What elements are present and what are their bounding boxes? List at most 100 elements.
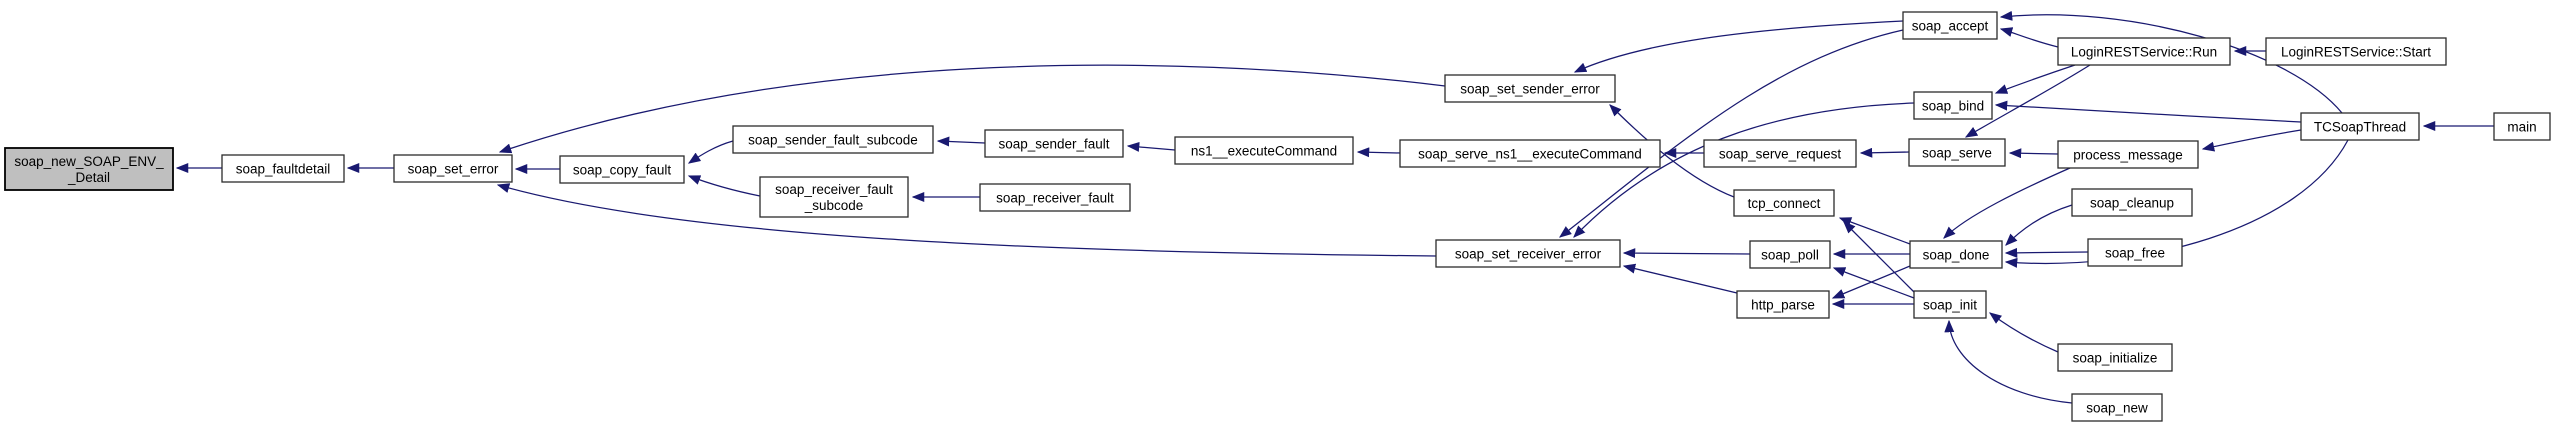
node-box-soap_sender_fault[interactable] — [984, 129, 1124, 158]
node-label-soap_new: soap_new — [2086, 400, 2148, 415]
node-box-process_message[interactable] — [2057, 140, 2199, 169]
edge-soap_poll-to-soap_set_receiver_error — [1622, 248, 1751, 259]
edge-soap_accept-to-soap_set_receiver_error — [1559, 29, 1904, 238]
node-soap_accept[interactable]: soap_accept — [1902, 11, 1998, 40]
node-box-soap_bind[interactable] — [1913, 91, 1993, 120]
node-main[interactable]: main — [2493, 112, 2551, 141]
node-label-soap_new_SOAP_ENV__Detail-line2: _Detail — [67, 170, 110, 185]
node-soap_serve[interactable]: soap_serve — [1908, 138, 2006, 167]
node-box-soap_sender_fault_subcode[interactable] — [732, 125, 934, 154]
node-label-soap_new_SOAP_ENV__Detail-line1: soap_new_SOAP_ENV_ — [14, 154, 164, 169]
node-label-soap_accept: soap_accept — [1912, 18, 1989, 33]
node-soap_free[interactable]: soap_free — [2087, 238, 2183, 267]
node-box-soap_receiver_fault[interactable] — [979, 183, 1131, 212]
node-box-LoginRESTService::Start[interactable] — [2265, 37, 2447, 66]
node-label-soap_receiver_fault: soap_receiver_fault — [996, 190, 1114, 205]
node-label-soap_initialize: soap_initialize — [2073, 350, 2158, 365]
node-soap_new[interactable]: soap_new — [2071, 393, 2163, 422]
node-soap_copy_fault[interactable]: soap_copy_fault — [559, 155, 685, 184]
node-box-soap_copy_fault[interactable] — [559, 155, 685, 184]
node-box-soap_cleanup[interactable] — [2071, 188, 2193, 217]
node-label-soap_done: soap_done — [1923, 247, 1990, 262]
node-soap_poll[interactable]: soap_poll — [1749, 240, 1831, 269]
node-box-soap_accept[interactable] — [1902, 11, 1998, 40]
node-label-soap_faultdetail: soap_faultdetail — [236, 161, 331, 176]
node-box-TCSoapThread[interactable] — [2300, 112, 2420, 141]
node-soap_cleanup[interactable]: soap_cleanup — [2071, 188, 2193, 217]
node-box-soap_set_sender_error[interactable] — [1444, 74, 1616, 103]
edge-soap_init-to-soap_poll — [1832, 267, 1915, 299]
node-box-soap_init[interactable] — [1913, 290, 1987, 319]
edge-soap_serve_ns1__executeCommand-to-ns1__executeCommand — [1356, 147, 1401, 158]
node-LoginRESTService::Run[interactable]: LoginRESTService::Run — [2057, 37, 2231, 66]
edge-soap_bind-to-soap_set_receiver_error — [1573, 102, 1915, 238]
node-box-soap_new_SOAP_ENV__Detail — [4, 147, 174, 191]
node-label-soap_poll: soap_poll — [1761, 247, 1819, 262]
node-box-soap_new[interactable] — [2071, 393, 2163, 422]
node-box-soap_done[interactable] — [1909, 240, 2003, 269]
node-label-soap_set_sender_error: soap_set_sender_error — [1460, 81, 1600, 96]
node-box-main[interactable] — [2493, 112, 2551, 141]
nodes-layer: soap_new_SOAP_ENV__Detail soap_faultdetai… — [4, 11, 2551, 422]
edge-soap_sender_fault-to-soap_sender_fault_subcode — [936, 136, 986, 147]
edge-soap_set_receiver_error-to-soap_set_error — [496, 183, 1437, 257]
node-soap_receiver_fault_subcode[interactable]: soap_receiver_fault_subcode — [759, 176, 909, 218]
node-process_message[interactable]: process_message — [2057, 140, 2199, 169]
node-box-soap_initialize[interactable] — [2057, 343, 2173, 372]
edge-http_parse-to-soap_set_receiver_error — [1622, 263, 1738, 294]
node-box-ns1__executeCommand[interactable] — [1174, 136, 1354, 165]
node-soap_serve_ns1__executeCommand[interactable]: soap_serve_ns1__executeCommand — [1399, 139, 1661, 168]
node-label-ns1__executeCommand: ns1__executeCommand — [1191, 143, 1337, 158]
node-box-soap_faultdetail[interactable] — [221, 154, 345, 183]
edge-soap_initialize-to-soap_init — [1988, 312, 2059, 353]
node-soap_set_sender_error[interactable]: soap_set_sender_error — [1444, 74, 1616, 103]
node-soap_sender_fault_subcode[interactable]: soap_sender_fault_subcode — [732, 125, 934, 154]
node-tcp_connect[interactable]: tcp_connect — [1733, 189, 1835, 217]
node-label-soap_bind: soap_bind — [1922, 98, 1984, 113]
node-label-soap_init: soap_init — [1923, 297, 1977, 312]
node-label-tcp_connect: tcp_connect — [1748, 196, 1821, 211]
edge-LoginRESTService::Run-to-soap_accept — [1999, 27, 2059, 48]
node-box-soap_poll[interactable] — [1749, 240, 1831, 269]
node-label-soap_set_error: soap_set_error — [408, 161, 499, 176]
node-box-soap_set_receiver_error[interactable] — [1435, 239, 1621, 268]
node-label-soap_serve_ns1__executeCommand: soap_serve_ns1__executeCommand — [1418, 146, 1642, 161]
node-box-http_parse[interactable] — [1736, 290, 1830, 319]
node-label-soap_sender_fault_subcode: soap_sender_fault_subcode — [748, 132, 918, 147]
node-LoginRESTService::Start[interactable]: LoginRESTService::Start — [2265, 37, 2447, 66]
node-box-LoginRESTService::Run[interactable] — [2057, 37, 2231, 66]
node-label-soap_set_receiver_error: soap_set_receiver_error — [1455, 246, 1602, 261]
edge-soap_cleanup-to-soap_done — [2005, 204, 2073, 246]
node-box-tcp_connect[interactable] — [1733, 189, 1835, 217]
node-box-soap_free[interactable] — [2087, 238, 2183, 267]
node-TCSoapThread[interactable]: TCSoapThread — [2300, 112, 2420, 141]
node-soap_set_receiver_error[interactable]: soap_set_receiver_error — [1435, 239, 1621, 268]
node-box-soap_serve_request[interactable] — [1703, 139, 1857, 168]
node-ns1__executeCommand[interactable]: ns1__executeCommand — [1174, 136, 1354, 165]
edge-soap_accept-to-soap_set_sender_error — [1573, 20, 1904, 73]
node-soap_faultdetail[interactable]: soap_faultdetail — [221, 154, 345, 183]
node-box-soap_set_error[interactable] — [393, 154, 513, 183]
node-label-soap_cleanup: soap_cleanup — [2090, 195, 2174, 210]
edge-TCSoapThread-to-soap_bind — [1994, 100, 2302, 123]
node-soap_sender_fault[interactable]: soap_sender_fault — [984, 129, 1124, 158]
node-soap_serve_request[interactable]: soap_serve_request — [1703, 139, 1857, 168]
node-soap_receiver_fault[interactable]: soap_receiver_fault — [979, 183, 1131, 212]
node-box-soap_serve_ns1__executeCommand[interactable] — [1399, 139, 1661, 168]
node-http_parse[interactable]: http_parse — [1736, 290, 1830, 319]
node-soap_done[interactable]: soap_done — [1909, 240, 2003, 269]
node-soap_set_error[interactable]: soap_set_error — [393, 154, 513, 183]
node-label-soap_free: soap_free — [2105, 245, 2165, 260]
node-box-soap_serve[interactable] — [1908, 138, 2006, 167]
node-label-soap_receiver_fault_subcode-line1: soap_receiver_fault — [775, 182, 893, 197]
node-label-soap_receiver_fault_subcode-line2: _subcode — [804, 198, 864, 213]
node-label-process_message: process_message — [2073, 147, 2183, 162]
node-soap_bind[interactable]: soap_bind — [1913, 91, 1993, 120]
edge-soap_serve-to-soap_serve_request — [1859, 147, 1910, 158]
node-soap_init[interactable]: soap_init — [1913, 290, 1987, 319]
node-soap_initialize[interactable]: soap_initialize — [2057, 343, 2173, 372]
edge-soap_done-to-tcp_connect — [1838, 217, 1911, 245]
node-box-soap_receiver_fault_subcode[interactable] — [759, 176, 909, 218]
